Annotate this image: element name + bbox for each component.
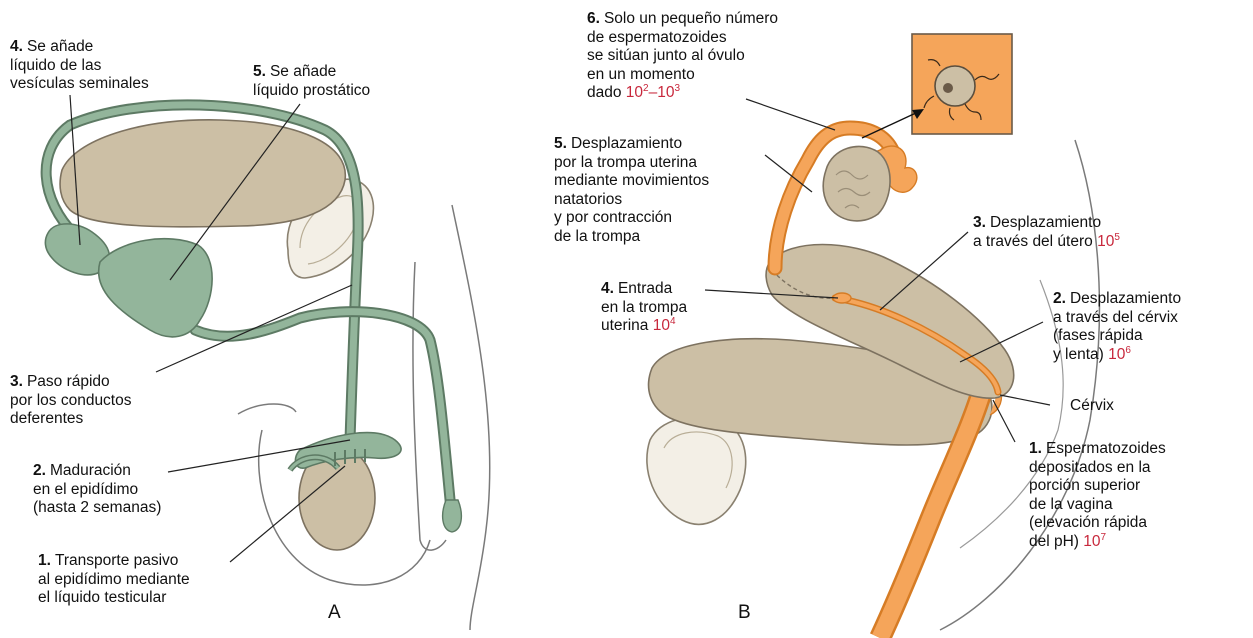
label-b5-text: Desplazamiento por la trompa uterina med… <box>554 135 709 245</box>
label-b1: 1.Espermatozoides depositados en la porc… <box>1029 440 1166 551</box>
label-a4-text: Se añade líquido de las vesículas semina… <box>10 38 149 92</box>
label-b6-count: 102–103 <box>626 84 680 101</box>
label-a2-number: 2. <box>33 462 46 479</box>
label-a4-number: 4. <box>10 38 23 55</box>
label-a2-text: Maduración en el epidídimo (hasta 2 sema… <box>33 462 161 516</box>
panel-letter-b: B <box>738 602 751 624</box>
bladder <box>60 120 345 227</box>
label-b4-number: 4. <box>601 280 614 297</box>
label-b1-count: 107 <box>1083 533 1106 550</box>
label-a4: 4.Se añade líquido de las vesículas semi… <box>10 38 149 94</box>
label-a3-number: 3. <box>10 373 23 390</box>
label-a3: 3.Paso rápido por los conductos deferent… <box>10 373 132 429</box>
label-b2: 2.Desplazamiento a través del cérvix (fa… <box>1053 290 1181 364</box>
label-b3-count: 105 <box>1097 233 1120 250</box>
label-a5-number: 5. <box>253 63 266 80</box>
label-b6: 6.Solo un pequeño número de espermatozoi… <box>587 10 778 103</box>
label-b1-number: 1. <box>1029 440 1042 457</box>
label-a2: 2.Maduración en el epidídimo (hasta 2 se… <box>33 462 161 518</box>
label-b6-number: 6. <box>587 10 600 27</box>
label-b5-number: 5. <box>554 135 567 152</box>
pubic-bone-female <box>647 417 746 524</box>
label-a1-text: Transporte pasivo al epidídimo mediante … <box>38 552 190 606</box>
label-a1: 1.Transporte pasivo al epidídimo mediant… <box>38 552 190 608</box>
panel-a-illustration <box>45 95 489 630</box>
label-a5-text: Se añade líquido prostático <box>253 63 370 99</box>
label-b3-text: Desplazamiento a través del útero <box>973 214 1101 250</box>
ovum <box>935 66 975 106</box>
label-b5: 5.Desplazamiento por la trompa uterina m… <box>554 135 709 246</box>
prostate <box>99 239 213 337</box>
body-outline-back <box>452 205 490 630</box>
label-cervix: Cérvix <box>1070 397 1114 416</box>
label-b2-number: 2. <box>1053 290 1066 307</box>
label-b2-count: 106 <box>1108 346 1131 363</box>
panel-letter-a: A <box>328 602 341 624</box>
label-b4-count: 104 <box>653 317 676 334</box>
label-a5: 5.Se añade líquido prostático <box>253 63 370 100</box>
label-b6-text: Solo un pequeño número de espermatozoide… <box>587 10 778 101</box>
label-b4: 4.Entrada en la trompa uterina 104 <box>601 280 687 336</box>
glans <box>443 500 462 532</box>
label-a1-number: 1. <box>38 552 51 569</box>
label-a3-text: Paso rápido por los conductos deferentes <box>10 373 132 427</box>
label-b3: 3.Desplazamiento a través del útero 105 <box>973 214 1120 251</box>
ovary <box>823 146 890 220</box>
label-b3-number: 3. <box>973 214 986 231</box>
